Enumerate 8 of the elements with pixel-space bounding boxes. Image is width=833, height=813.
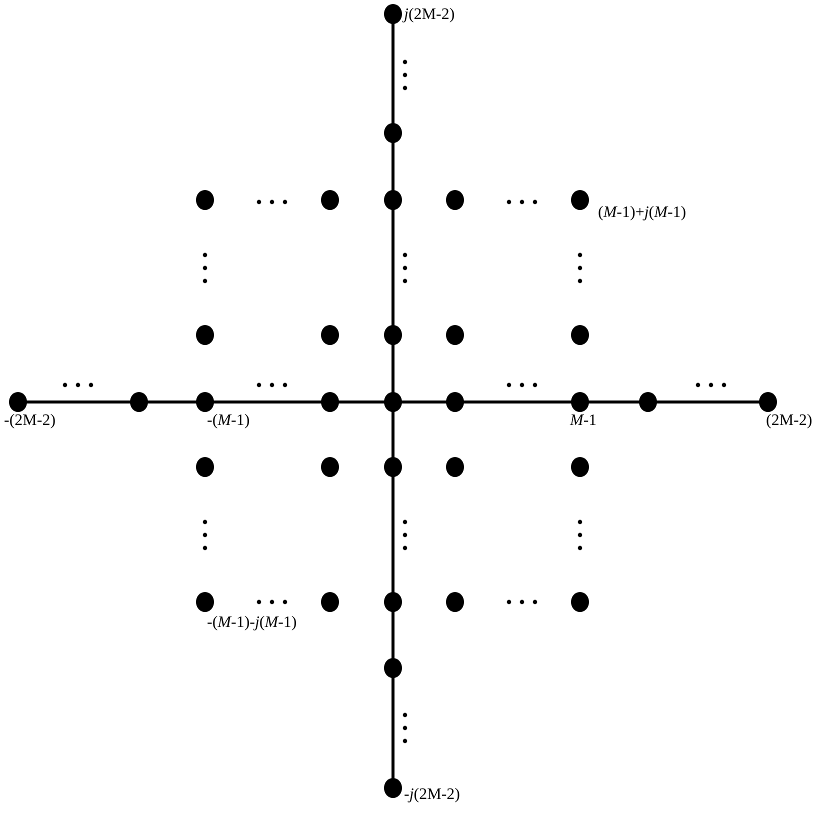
point-label: (M-1)+j(M-1) [598, 204, 686, 222]
point-label: j(2M-2) [404, 6, 455, 24]
point-label: -(2M-2) [4, 412, 56, 430]
point-label: M-1 [570, 412, 597, 430]
point-label: -(M-1)-j(M-1) [207, 614, 297, 632]
point-label: (2M-2) [766, 412, 812, 430]
point-label: -j(2M-2) [404, 786, 460, 804]
point-label: -(M-1) [207, 412, 250, 430]
